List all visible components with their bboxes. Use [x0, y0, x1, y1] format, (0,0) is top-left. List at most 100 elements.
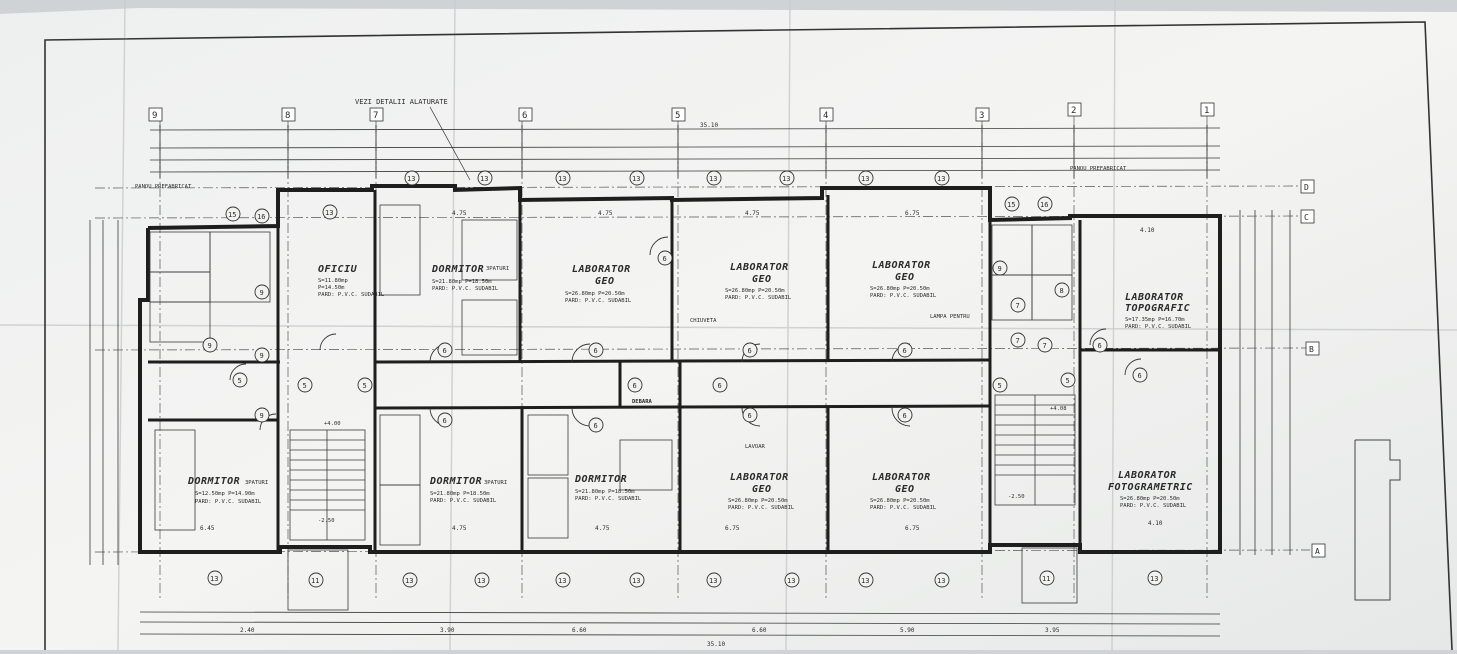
room-number-bubble: [588, 417, 604, 433]
room-detail: S=21.80mp P=18.50m: [575, 489, 635, 495]
room-number-bubble: [297, 377, 313, 393]
room-name: DORMITOR: [574, 474, 627, 485]
room-number: 6: [443, 417, 447, 425]
axis-9: 9: [152, 111, 157, 121]
room-dim: 4.75: [452, 210, 467, 217]
room-number-bubble: [1132, 367, 1148, 383]
room-dim: 4.75: [452, 525, 467, 532]
room-detail: S=17.35mp P=16.70m: [1125, 317, 1185, 323]
room-detail: PARD: P.V.C. SUDABIL: [430, 498, 497, 504]
room-number: 6: [748, 412, 752, 420]
room-lab-topo: LABORATOR TOPOGRAFIC S=17.35mp P=16.70m …: [1125, 227, 1192, 330]
room-number: 5: [363, 382, 367, 390]
axis-5: 5: [675, 111, 680, 121]
room-detail: PARD: P.V.C. SUDABIL: [195, 499, 262, 505]
room-detail: PARD: P.V.C. SUDABIL: [725, 295, 792, 301]
room-dim: 4.10: [1148, 520, 1163, 527]
room-number-bubble: [742, 407, 758, 423]
room-number: 13: [632, 577, 640, 585]
room-number-bubble: [437, 412, 453, 428]
room-number: 5: [1066, 377, 1070, 385]
room-number: 13: [861, 175, 869, 183]
room-dormitor-3: DORMITOR 3PATURI S=21.80mp P=18.50m PARD…: [429, 476, 507, 532]
room-number: 13: [709, 577, 717, 585]
note-panou: PANOU PREFABRICAT: [135, 184, 192, 190]
room-number-bubble: [992, 377, 1008, 393]
note-chiuveta: CHIUVETA: [690, 318, 717, 324]
axis-1: 1: [1204, 106, 1209, 116]
room-number: 9: [260, 352, 264, 360]
room-dormitor-1: DORMITOR 3PATURI S=12.50mp P=14.90m PARD…: [187, 476, 268, 532]
room-suffix: GEO: [595, 276, 615, 287]
axis-labels-top: 9 8 7 6 5 4 3 2 1: [148, 102, 1215, 122]
room-number: 13: [405, 577, 413, 585]
room-number-bubble: [858, 572, 874, 588]
room-dim: 4.75: [745, 210, 760, 217]
room-number: 13: [477, 577, 485, 585]
room-number-bubble: [992, 260, 1008, 276]
room-number: 13: [480, 175, 488, 183]
interior-walls: [148, 190, 1220, 552]
room-number-bubble: [254, 347, 270, 363]
room-suffix: TOPOGRAFIC: [1125, 303, 1190, 314]
room-lab-geo-2: LABORATOR GEO S=26.80mp P=20.50m PARD: P…: [725, 210, 792, 301]
room-number: 6: [1138, 372, 1142, 380]
room-labels: DORMITOR 3PATURI S=12.50mp P=14.90m PARD…: [187, 210, 1192, 532]
room-number-bubble: [555, 572, 571, 588]
room-number-bubble: [1054, 282, 1070, 298]
room-number: 13: [937, 175, 945, 183]
corridor-walls: [148, 358, 991, 410]
overall-dimension-top: 35.10: [700, 122, 718, 129]
room-name: LABORATOR: [572, 264, 631, 275]
room-name: LABORATOR: [1118, 470, 1177, 481]
room-name: LABORATOR: [872, 260, 931, 271]
room-number-bubble: [627, 377, 643, 393]
axis-labels-side: D C B A: [1300, 179, 1326, 558]
room-number-bubble: [897, 407, 913, 423]
room-dim: 6.75: [725, 525, 740, 532]
detail-note: VEZI DETALII ALATURATE: [355, 98, 448, 106]
room-number: 9: [260, 412, 264, 420]
room-dormitor-4: DORMITOR S=21.80mp P=18.50m PARD: P.V.C.…: [574, 474, 642, 532]
debara-label: DEBARA: [632, 399, 653, 405]
room-number: 13: [937, 577, 945, 585]
room-detail: PARD: P.V.C. SUDABIL: [728, 505, 795, 511]
side-dimension-lines: [89, 210, 1291, 565]
room-number-bubble: [897, 342, 913, 358]
room-number-bubble: [1092, 337, 1108, 353]
bottom-dim: 35.10: [707, 641, 725, 648]
room-dim: 6.75: [905, 525, 920, 532]
room-number: 6: [748, 347, 752, 355]
key-plan-sketch: [1354, 439, 1401, 601]
axis-6: 6: [522, 111, 527, 121]
note-lampa: LAMPA PENTRU: [930, 314, 970, 320]
room-suffix: GEO: [895, 272, 915, 283]
room-number-bubble: [588, 342, 604, 358]
room-name: DORMITOR: [187, 476, 240, 487]
room-number-bubble: [858, 170, 874, 186]
room-number: 11: [311, 577, 319, 585]
room-number: 5: [238, 377, 242, 385]
room-number-bubble: [1010, 297, 1026, 313]
room-number-bubble: [1039, 570, 1055, 586]
detail-note-leader: [429, 106, 471, 181]
room-detail: S=21.80mp P=18.50m: [430, 491, 490, 497]
room-number: 16: [257, 213, 265, 221]
room-number: 6: [594, 347, 598, 355]
room-detail: S=26.80mp P=20.50m: [728, 498, 788, 504]
room-number-bubble: [202, 337, 218, 353]
room-number: 13: [558, 175, 566, 183]
room-detail: S=26.80mp P=20.50m: [1120, 496, 1180, 502]
exterior-walls: [138, 184, 1222, 554]
room-number: 6: [633, 382, 637, 390]
room-detail: S=26.80mp P=20.50m: [565, 291, 625, 297]
room-number: 13: [782, 175, 790, 183]
room-number: 13: [787, 577, 795, 585]
axis-2: 2: [1071, 106, 1076, 116]
room-detail: S=21.80mp P=18.50m: [432, 279, 492, 285]
room-number: 9: [260, 289, 264, 297]
room-name: LABORATOR: [872, 472, 931, 483]
room-lab-geo-5: LABORATOR GEO S=26.80mp P=20.50m PARD: P…: [870, 472, 937, 532]
